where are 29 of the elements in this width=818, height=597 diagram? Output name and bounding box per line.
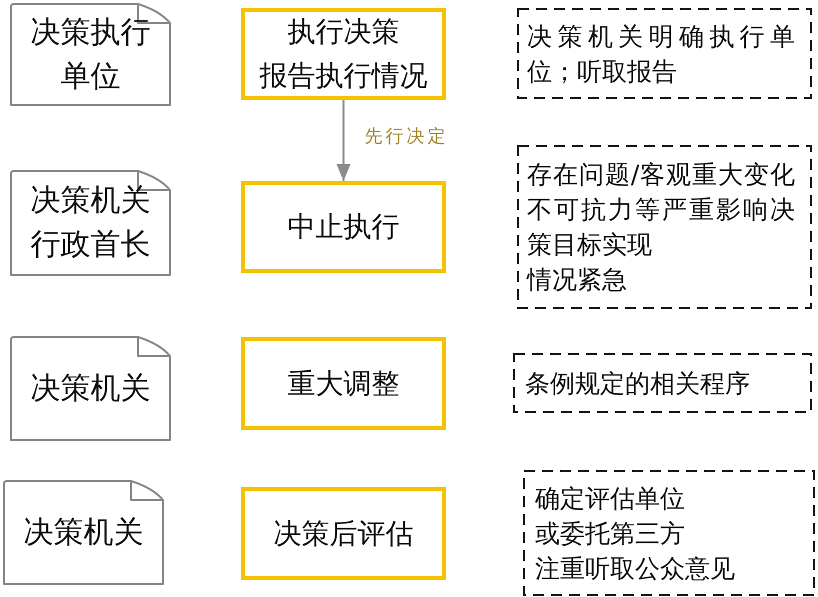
note-box [517, 8, 812, 99]
node-text: 决策执行单位 [30, 14, 152, 96]
document-box [10, 3, 171, 106]
node-text: 条例规定的相关程序 [525, 368, 751, 400]
node-text: 决策机关明确执行单位；听取报告 [527, 20, 795, 88]
note-box [513, 353, 812, 413]
document-box [3, 480, 164, 585]
process-box [241, 337, 446, 430]
process-box [241, 487, 446, 580]
node-text: 情况紧急 [527, 264, 628, 296]
note-box [517, 145, 812, 309]
node-text: 注重听取公众意见 [535, 552, 736, 584]
node-text: 重大调整 [288, 366, 400, 402]
node-text: 确定评估单位 [535, 482, 686, 514]
node-text: 执行决策 [288, 14, 400, 50]
node-text: 报告执行情况 [260, 58, 428, 94]
node-text: 存在问题/客观重大变化不可抗力等严重影响决策目标实现 [527, 159, 795, 261]
document-box [10, 336, 171, 441]
node-text: 决策机关行政首长 [30, 182, 152, 264]
process-box [241, 8, 446, 100]
node-text: 决策机关 [30, 370, 152, 408]
node-text: 决策后评估 [274, 516, 414, 552]
note-box [523, 470, 815, 596]
node-text: 决策机关 [22, 514, 144, 552]
node-text: 中止执行 [288, 209, 400, 245]
document-box [10, 170, 171, 276]
arrow [336, 100, 350, 181]
node-text: 或委托第三方 [535, 518, 686, 550]
process-box [241, 181, 446, 273]
